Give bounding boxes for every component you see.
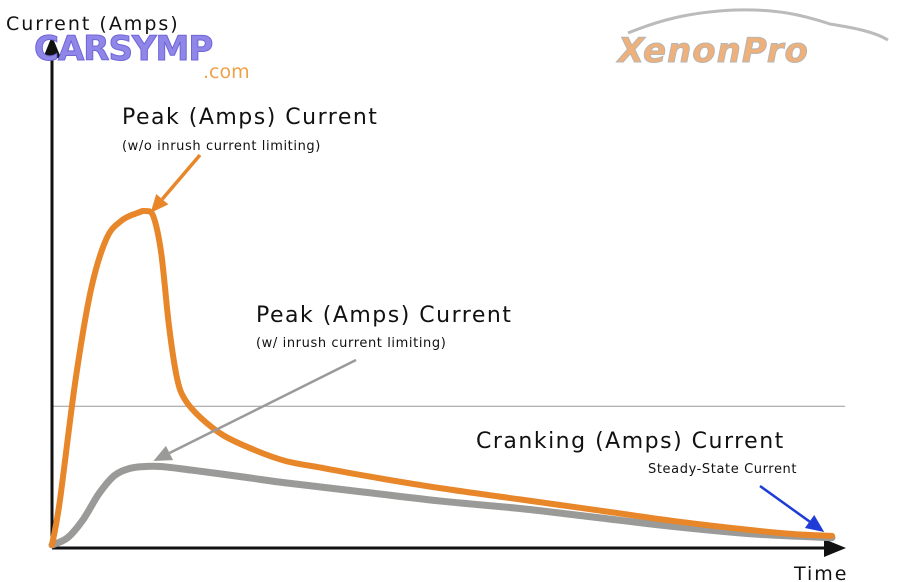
carsymp-logo: CARSYMP .com	[34, 29, 250, 84]
steady-state-arrow	[759, 484, 825, 533]
x-axis-arrowhead	[824, 539, 846, 557]
steady-state-current-label: Steady-State Current	[648, 462, 797, 477]
xenonpro-logo: XenonPro	[616, 8, 889, 72]
y-axis-label: Current (Amps)	[6, 13, 180, 35]
peak-with-limiting-arrow-head	[153, 445, 174, 462]
peak-without-limiting-arrow-head	[150, 193, 169, 213]
peak-without-limiting-arrow	[150, 153, 202, 213]
cranking-current-label: Cranking (Amps) Current	[476, 429, 785, 454]
series-line-without-limiting	[49, 207, 835, 548]
y-axis-arrowhead	[43, 36, 61, 58]
peak-with-limiting-arrow-shaft	[168, 358, 357, 455]
peak-with-limiting-arrow	[153, 358, 357, 462]
x-axis-label: Time	[793, 563, 849, 582]
peak-without-limiting-sublabel: (w/o inrush current limiting)	[122, 139, 321, 154]
peak-without-limiting-label: Peak (Amps) Current	[122, 105, 378, 130]
car-silhouette-icon	[627, 8, 889, 42]
xenonpro-logo-text: XenonPro	[616, 31, 809, 71]
series-line-with-limiting	[48, 462, 836, 549]
peak-with-limiting-label: Peak (Amps) Current	[256, 303, 512, 328]
steady-state-arrow-shaft	[759, 484, 811, 523]
peak-with-limiting-sublabel: (w/ inrush current limiting)	[256, 336, 446, 351]
carsymp-logo-sub: .com	[203, 61, 250, 83]
carsymp-logo-text: CARSYMP	[34, 29, 212, 69]
steady-state-arrow-head	[804, 515, 825, 533]
peak-without-limiting-arrow-shaft	[160, 153, 202, 201]
